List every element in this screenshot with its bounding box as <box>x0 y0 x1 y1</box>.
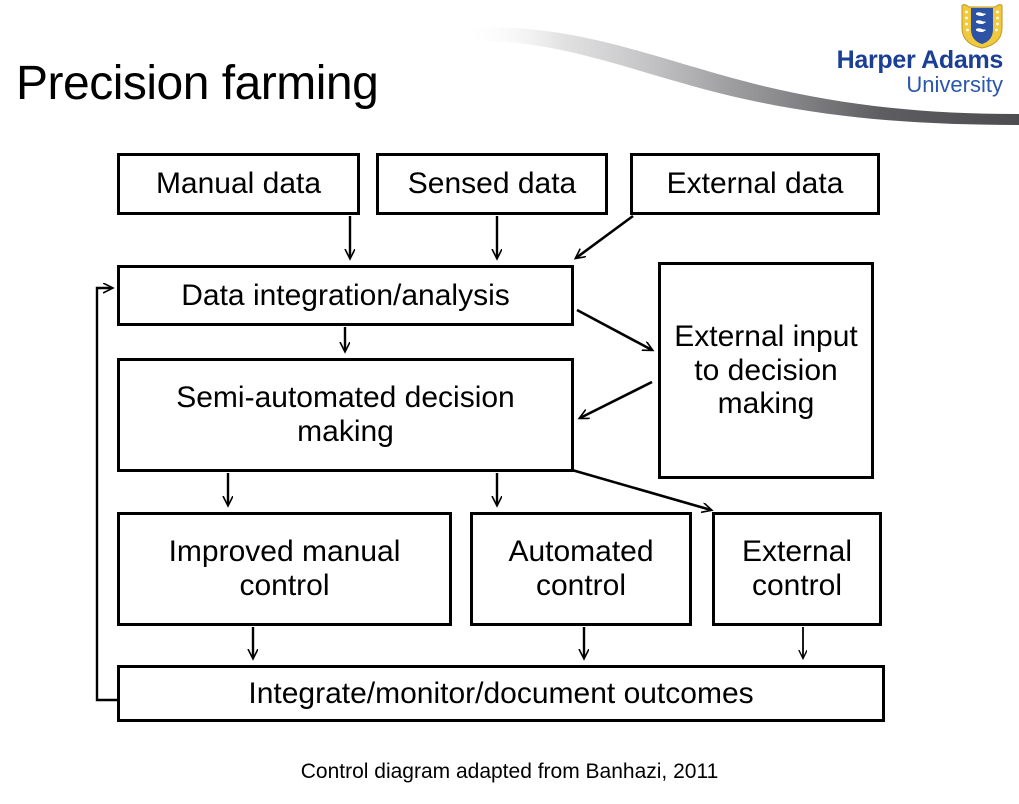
node-external-data[interactable]: External data <box>630 153 880 215</box>
node-sensed-data[interactable]: Sensed data <box>376 153 608 215</box>
page-title: Precision farming <box>16 57 379 110</box>
logo-name-line2: University <box>906 72 1003 97</box>
diagram-caption: Control diagram adapted from Banhazi, 20… <box>300 760 719 783</box>
node-manual-data[interactable]: Manual data <box>117 153 360 215</box>
edge-external-to-integration <box>576 214 634 258</box>
harper-adams-logo: Harper Adams University <box>811 0 1011 115</box>
edge-outcomes-to-integration-feedback <box>95 288 117 702</box>
node-data-integration[interactable]: Data integration/analysis <box>117 265 574 326</box>
node-improved-manual[interactable]: Improved manual control <box>117 512 452 626</box>
node-external-input[interactable]: External input to decision making <box>658 262 874 479</box>
logo-name-line1: Harper Adams <box>836 46 1004 74</box>
edge-semiauto-to-extcontrol <box>571 468 711 510</box>
node-outcomes[interactable]: Integrate/monitor/document outcomes <box>117 665 885 722</box>
edge-integration-to-extinput <box>576 308 652 350</box>
node-automated-control[interactable]: Automated control <box>470 512 692 626</box>
node-semi-automated[interactable]: Semi-automated decision making <box>117 358 574 472</box>
logo-wordmark: Harper Adams University <box>813 46 1004 97</box>
edge-extinput-to-semiauto <box>580 380 653 418</box>
shield-crest-icon <box>961 4 1003 49</box>
node-external-control[interactable]: External control <box>712 512 882 626</box>
